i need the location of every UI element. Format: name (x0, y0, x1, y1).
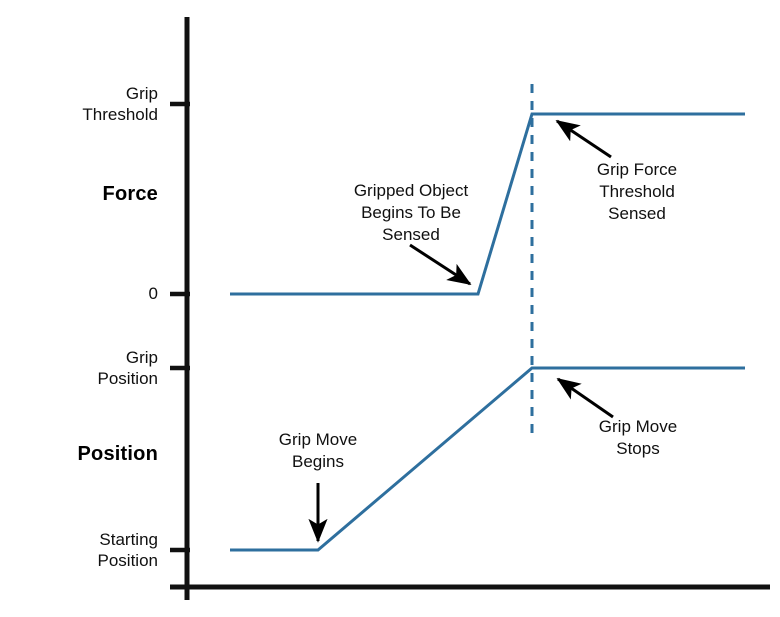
tick-label-grip-position: Grip Position (97, 348, 158, 388)
position-curve (230, 366, 745, 552)
tick-marks (170, 101, 190, 553)
annotation-gripped-object-sensed: Gripped Object Begins To Be Sensed (353, 181, 469, 244)
annotation-grip-force-threshold-sensed: Grip Force Threshold Sensed (596, 160, 678, 223)
axis-group (170, 17, 770, 600)
axis-title-force: Force (102, 183, 158, 205)
annotation-grip-move-begins: Grip Move Begins (278, 430, 358, 471)
arrow-grip-force-threshold-sensed (555, 119, 612, 159)
tick-label-starting-position: Starting Position (97, 530, 158, 570)
axis-title-position: Position (77, 443, 158, 465)
force-curve (230, 112, 745, 296)
arrow-grip-move-stops (556, 377, 614, 419)
annotation-grip-move-stops: Grip Move Stops (598, 417, 678, 458)
tick-label-grip-threshold: Grip Threshold (82, 84, 158, 124)
tick-label-zero: 0 (148, 284, 158, 303)
arrow-gripped-object-sensed (409, 243, 472, 286)
